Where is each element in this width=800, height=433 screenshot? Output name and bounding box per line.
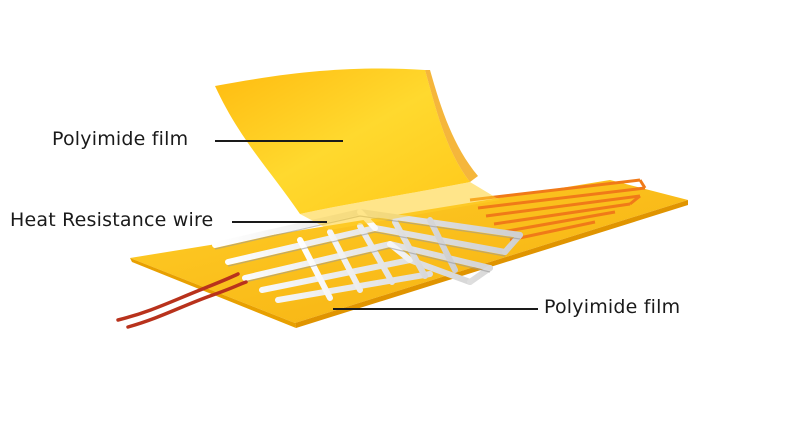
leader-line-top-film bbox=[215, 140, 343, 142]
label-bottom-polyimide-film: Polyimide film bbox=[544, 296, 681, 318]
top-polyimide-film bbox=[215, 68, 500, 230]
label-top-polyimide-film: Polyimide film bbox=[52, 128, 189, 150]
far-trace bbox=[469, 178, 647, 242]
label-heat-resistance-wire: Heat Resistance wire bbox=[10, 209, 214, 231]
heat-resistance-wire bbox=[212, 209, 523, 303]
leader-line-bottom-film bbox=[333, 308, 538, 310]
leader-line-wire bbox=[232, 221, 327, 223]
lead-wires bbox=[116, 272, 248, 329]
